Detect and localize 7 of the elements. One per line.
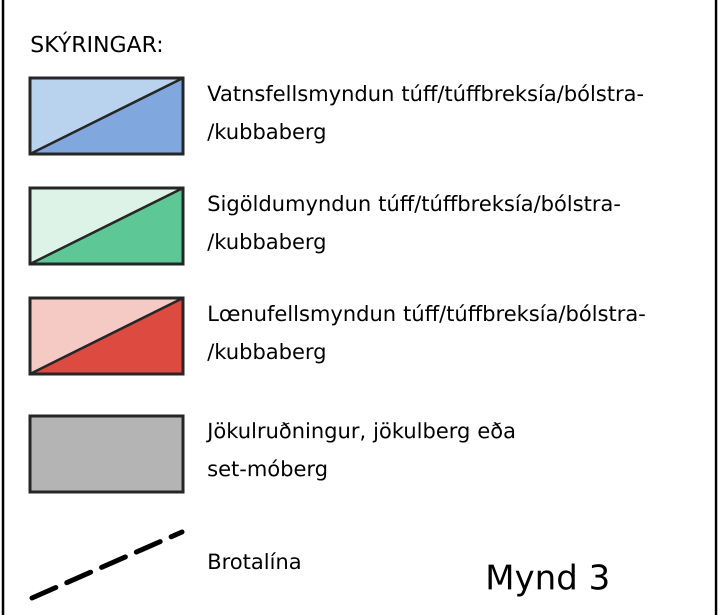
legend-text: Brotalína (209, 552, 300, 570)
legend-text: Vatnsfellsmyndun túff/túffbreksía/bólstra-/kubbaberg (207, 84, 644, 144)
legend-title: SKÝRINGAR: (32, 32, 162, 52)
figure-label: Mynd 3 (488, 564, 608, 596)
legend-text: Jökulruðningur, jökulberg eða set-móberg (206, 422, 514, 481)
legend-text: Sigöldumyndun túff/túffbreksía/bólstra-/kubbaberg (207, 194, 620, 254)
legend-text: Lœnufellsmyndun túff/túffbreksía/bólstra-/kubbaberg (207, 304, 645, 364)
